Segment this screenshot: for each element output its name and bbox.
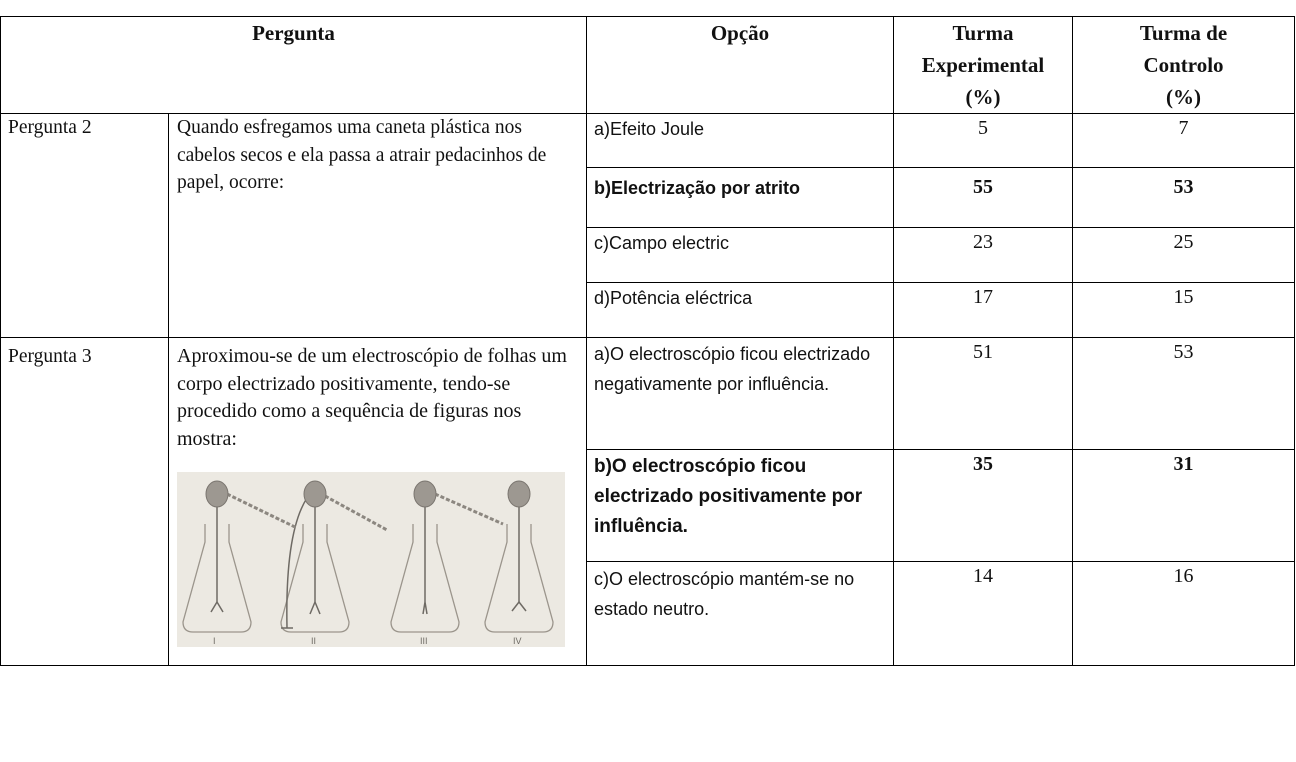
ctrl-value: 31 [1072,449,1295,562]
table-row: d)Potência eléctrica 17 15 [1,282,1295,338]
question-cell: Aproximou-se de um electroscópio de folh… [168,337,587,666]
table-row: b)Electrização por atrito 55 53 [1,167,1295,228]
table-row: c)O electroscópio mantém-se no estado ne… [1,561,1295,666]
question-text: Quando esfregamos uma caneta plástica no… [168,113,587,338]
ctrl-value: 15 [1072,282,1295,338]
exp-value: 17 [893,282,1073,338]
figure-label: I [213,636,216,646]
header-ctrl-line3: (%) [1166,85,1201,109]
question-text: Aproximou-se de um electroscópio de folh… [177,345,567,450]
table-row: Pergunta 2 Quando esfregamos uma caneta … [0,113,1295,338]
option-text: a)Efeito Joule [586,113,894,168]
figure-label: IV [513,636,522,646]
question-label: Pergunta 3 [0,337,169,666]
ctrl-value: 25 [1072,227,1295,283]
option-text: a)O electroscópio ficou electrizado nega… [586,337,894,450]
exp-value: 35 [893,449,1073,562]
table-row: c)Campo electric 23 25 [1,227,1295,283]
option-text: c)Campo electric [586,227,894,283]
ctrl-value: 53 [1072,337,1295,450]
figure-label: II [311,636,316,646]
ctrl-value: 53 [1072,167,1295,228]
electroscope-figure: I II III IV [177,472,565,647]
exp-value: 5 [893,113,1073,168]
header-ctrl-line2: Controlo [1143,53,1224,77]
ctrl-value: 16 [1072,561,1295,666]
header-exp-line2: Experimental [921,53,1045,77]
header-exp-line1: Turma [952,21,1014,45]
header-ctrl-line1: Turma de [1139,21,1228,45]
option-text: d)Potência eléctrica [586,282,894,338]
table-row: b)O electroscópio ficou electrizado posi… [1,449,1295,562]
option-text: b)O electroscópio ficou electrizado posi… [586,449,894,562]
figure-label: III [420,636,428,646]
header-opcao: Opção [586,16,894,114]
exp-value: 23 [893,227,1073,283]
header-pergunta: Pergunta [0,16,587,114]
exp-value: 14 [893,561,1073,666]
header-exp-line3: (%) [965,85,1001,109]
results-table: Pergunta Opção Turma Experimental (%) Tu… [0,16,1295,666]
table-row: Pergunta 3 Aproximou-se de um electroscó… [0,337,1295,666]
option-text: b)Electrização por atrito [586,167,894,228]
ctrl-value: 7 [1072,113,1295,168]
option-text: c)O electroscópio mantém-se no estado ne… [586,561,894,666]
header-row: Pergunta Opção Turma Experimental (%) Tu… [0,16,1295,114]
electroscope-sequence-image: I II III IV [177,472,565,647]
exp-value: 51 [893,337,1073,450]
header-turma-experimental: Turma Experimental (%) [893,16,1073,114]
exp-value: 55 [893,167,1073,228]
question-label: Pergunta 2 [0,113,169,338]
header-turma-controlo: Turma de Controlo (%) [1072,16,1295,114]
